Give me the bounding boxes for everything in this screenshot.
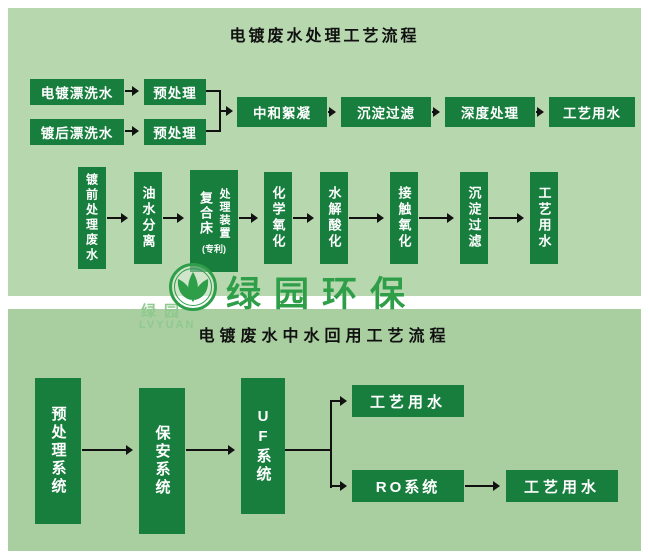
node-hydrolysis-acidification: 水解酸化 (320, 172, 348, 264)
composite-columns: 复合床 处理装置 (196, 188, 232, 240)
arrow (349, 213, 384, 223)
node-deep-treatment: 深度处理 (445, 97, 535, 127)
panel-top-title: 电镀废水处理工艺流程 (229, 28, 420, 45)
node-oil-water-separation: 油水分离 (134, 172, 162, 264)
arrow (419, 213, 454, 223)
connector-line (330, 400, 332, 488)
connector-line (206, 90, 221, 92)
node-uf-system: UF系统 (241, 378, 285, 514)
arrow (125, 126, 139, 136)
node-sediment-filter-2: 沉淀过滤 (460, 172, 488, 264)
node-contact-oxidation: 接触氧化 (390, 172, 418, 264)
arrow (239, 213, 258, 223)
arrow (163, 213, 184, 223)
node-pretreatment-2: 预处理 (144, 119, 206, 145)
leaf-logo-icon (168, 262, 218, 312)
watermark-text-en: LVYUAN (139, 319, 196, 331)
arrow (186, 445, 235, 455)
node-neutralize-flocculate: 中和絮凝 (237, 97, 327, 127)
arrow (219, 106, 233, 116)
arrow (331, 481, 347, 491)
arrow (293, 213, 314, 223)
node-pretreatment-1: 预处理 (144, 79, 206, 105)
node-plating-rinse-water: 电镀漂洗水 (30, 79, 124, 105)
watermark-text-cn: 绿园 (141, 303, 188, 320)
brand-name: 绿园环保 (226, 275, 419, 314)
arrow (328, 107, 336, 117)
arrow (82, 445, 133, 455)
arrow (331, 396, 347, 406)
node-pre-plating-wastewater: 镀前处理废水 (78, 167, 106, 269)
panel-bottom (8, 309, 641, 551)
node-sediment-filter-1: 沉淀过滤 (341, 97, 431, 127)
node-post-plating-rinse-water: 镀后漂洗水 (30, 119, 124, 145)
node-composite-bed-device: 复合床 处理装置 (专利) (190, 170, 238, 272)
connector-line (206, 130, 221, 132)
node-process-water-top: 工艺用水 (352, 385, 464, 417)
composite-left-label: 复合床 (198, 191, 213, 236)
arrow (432, 107, 440, 117)
arrow (465, 481, 500, 491)
node-security-filter-system: 保安系统 (139, 388, 185, 534)
composite-patent-label: (专利) (202, 243, 226, 254)
node-pretreatment-system: 预处理系统 (35, 378, 81, 524)
arrow (489, 213, 524, 223)
node-process-water-bottom: 工艺用水 (506, 470, 618, 502)
arrow (536, 107, 544, 117)
connector-line (285, 449, 332, 451)
node-process-water-1: 工艺用水 (549, 97, 635, 127)
arrow (107, 213, 128, 223)
arrow (125, 86, 139, 96)
node-ro-system: RO系统 (352, 470, 464, 502)
panel-bottom-title: 电镀废水中水回用工艺流程 (198, 328, 451, 345)
node-chemical-oxidation: 化学氧化 (264, 172, 292, 264)
composite-right-label: 处理装置 (218, 187, 230, 240)
node-process-water-2: 工艺用水 (530, 172, 558, 264)
